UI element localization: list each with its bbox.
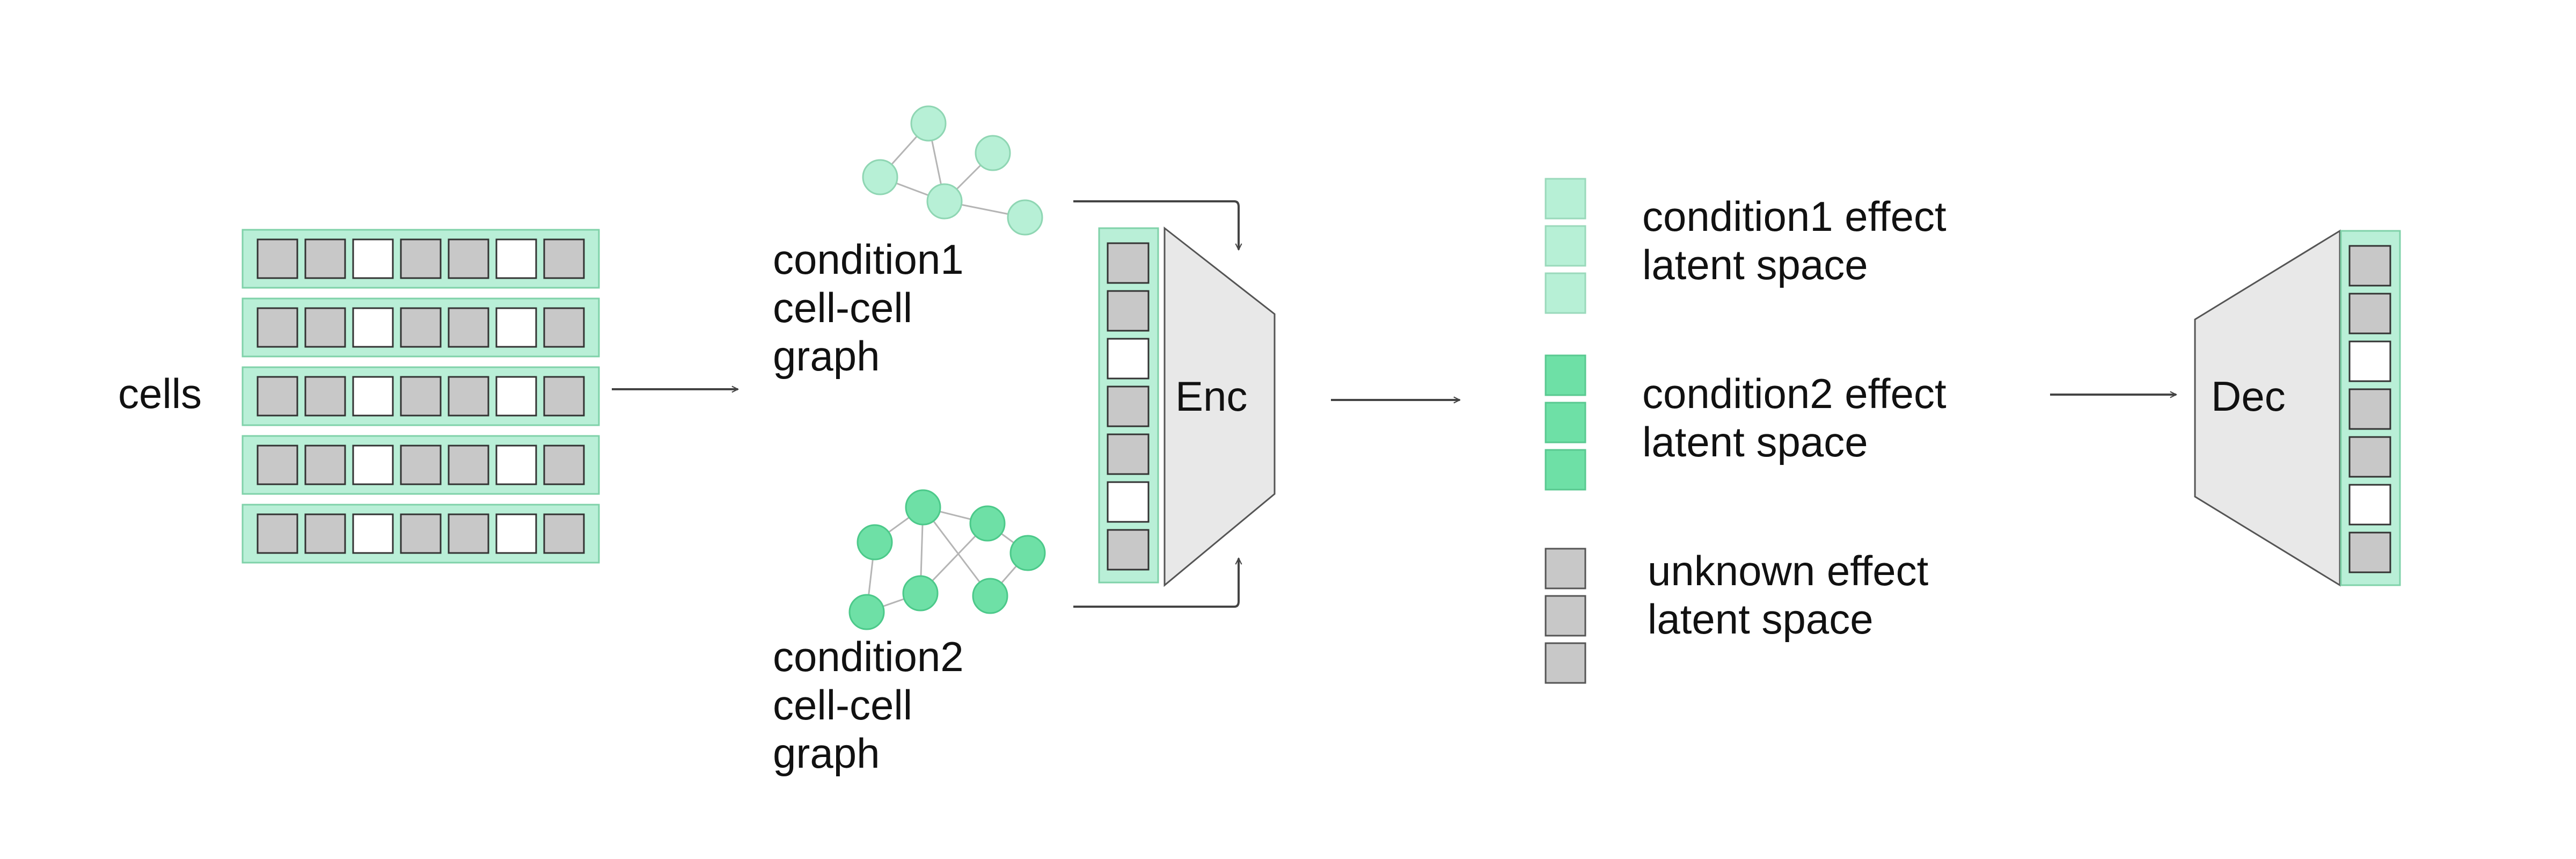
gene-cell <box>543 376 585 417</box>
gene-cell <box>257 238 298 279</box>
latent-square <box>1545 178 1586 220</box>
encoder-input-vector <box>1098 227 1159 584</box>
gene-cell <box>257 376 298 417</box>
graph-node <box>975 135 1011 171</box>
vector-cell <box>2348 245 2391 287</box>
gene-cell <box>448 513 489 554</box>
graph-node <box>1007 199 1043 236</box>
cell-matrix <box>241 229 600 564</box>
cells-label: cells <box>118 370 202 417</box>
graph-node <box>905 489 941 526</box>
gene-cell <box>495 376 537 417</box>
gene-cell <box>257 513 298 554</box>
latent-square <box>1545 449 1586 491</box>
cell-row <box>241 504 600 564</box>
latent-square <box>1545 595 1586 637</box>
vector-cell <box>1107 242 1150 284</box>
graph-node <box>972 578 1008 614</box>
condition1-graph-label: condition1 cell-cell graph <box>773 236 975 380</box>
latent-group-condition2 <box>1545 354 1586 491</box>
latent-unknown-label: unknown effect latent space <box>1648 547 1940 643</box>
gene-cell <box>352 307 394 348</box>
gene-cell <box>352 445 394 485</box>
gene-cell <box>257 307 298 348</box>
gene-cell <box>304 513 346 554</box>
vector-cell <box>1107 529 1150 571</box>
vector-cell <box>2348 388 2391 430</box>
condition1-graph <box>862 105 1043 236</box>
gene-cell <box>400 445 442 485</box>
gene-cell <box>304 238 346 279</box>
encoder-trapezoid <box>1163 226 1276 587</box>
gene-cell <box>257 445 298 485</box>
vector-cell <box>2348 340 2391 382</box>
condition2-graph <box>848 489 1046 630</box>
gene-cell <box>352 238 394 279</box>
gene-cell <box>400 307 442 348</box>
decoder: Dec <box>2194 229 2401 587</box>
gene-cell <box>448 307 489 348</box>
gene-cell <box>304 307 346 348</box>
latent-square <box>1545 402 1586 443</box>
latent-square <box>1545 225 1586 267</box>
gene-cell <box>352 376 394 417</box>
gene-cell <box>304 445 346 485</box>
gene-cell <box>543 238 585 279</box>
vector-cell <box>2348 484 2391 526</box>
gene-cell <box>448 238 489 279</box>
vector-cell <box>1107 290 1150 332</box>
latent-group-unknown <box>1545 548 1586 684</box>
cell-row <box>241 229 600 289</box>
vector-cell <box>2348 293 2391 334</box>
decoder-label: Dec <box>2211 373 2286 420</box>
gene-cell <box>495 238 537 279</box>
gene-cell <box>495 307 537 348</box>
vector-cell <box>1107 433 1150 475</box>
gene-cell <box>543 307 585 348</box>
latent-square <box>1545 548 1586 589</box>
graph-node <box>926 183 963 220</box>
gene-cell <box>400 513 442 554</box>
latent-square <box>1545 642 1586 684</box>
cell-row <box>241 297 600 358</box>
vector-cell <box>1107 385 1150 427</box>
condition2-graph-label: condition2 cell-cell graph <box>773 633 975 777</box>
gene-cell <box>543 513 585 554</box>
decoder-trapezoid <box>2194 229 2341 587</box>
graph-node <box>902 575 939 612</box>
gene-cell <box>543 445 585 485</box>
arrow-graph2-to-encoder <box>1073 558 1239 608</box>
gene-cell <box>448 376 489 417</box>
gene-cell <box>400 238 442 279</box>
gene-cell <box>495 445 537 485</box>
vector-cell <box>1107 338 1150 380</box>
gene-cell <box>304 376 346 417</box>
latent-condition2-label: condition2 effect latent space <box>1642 370 1958 465</box>
gene-cell <box>495 513 537 554</box>
gene-cell <box>400 376 442 417</box>
gene-cell <box>352 513 394 554</box>
latent-group-condition1 <box>1545 178 1586 314</box>
graph-node <box>848 594 885 630</box>
graph-node <box>1009 535 1046 571</box>
gene-cell <box>448 445 489 485</box>
vector-cell <box>2348 436 2391 478</box>
encoder-label: Enc <box>1175 373 1247 420</box>
latent-square <box>1545 272 1586 314</box>
latent-square <box>1545 354 1586 396</box>
graph-node <box>969 505 1006 542</box>
vector-cell <box>2348 532 2391 573</box>
latent-condition1-label: condition1 effect latent space <box>1642 193 1958 288</box>
encoder: Enc <box>1098 226 1276 587</box>
graph-node <box>857 524 893 560</box>
cell-row <box>241 435 600 495</box>
graph-node <box>862 159 898 195</box>
vector-cell <box>1107 481 1150 523</box>
graph-node <box>910 105 947 142</box>
cell-row <box>241 366 600 426</box>
arrow-graph1-to-encoder <box>1073 200 1239 250</box>
decoder-output-vector <box>2340 230 2401 586</box>
